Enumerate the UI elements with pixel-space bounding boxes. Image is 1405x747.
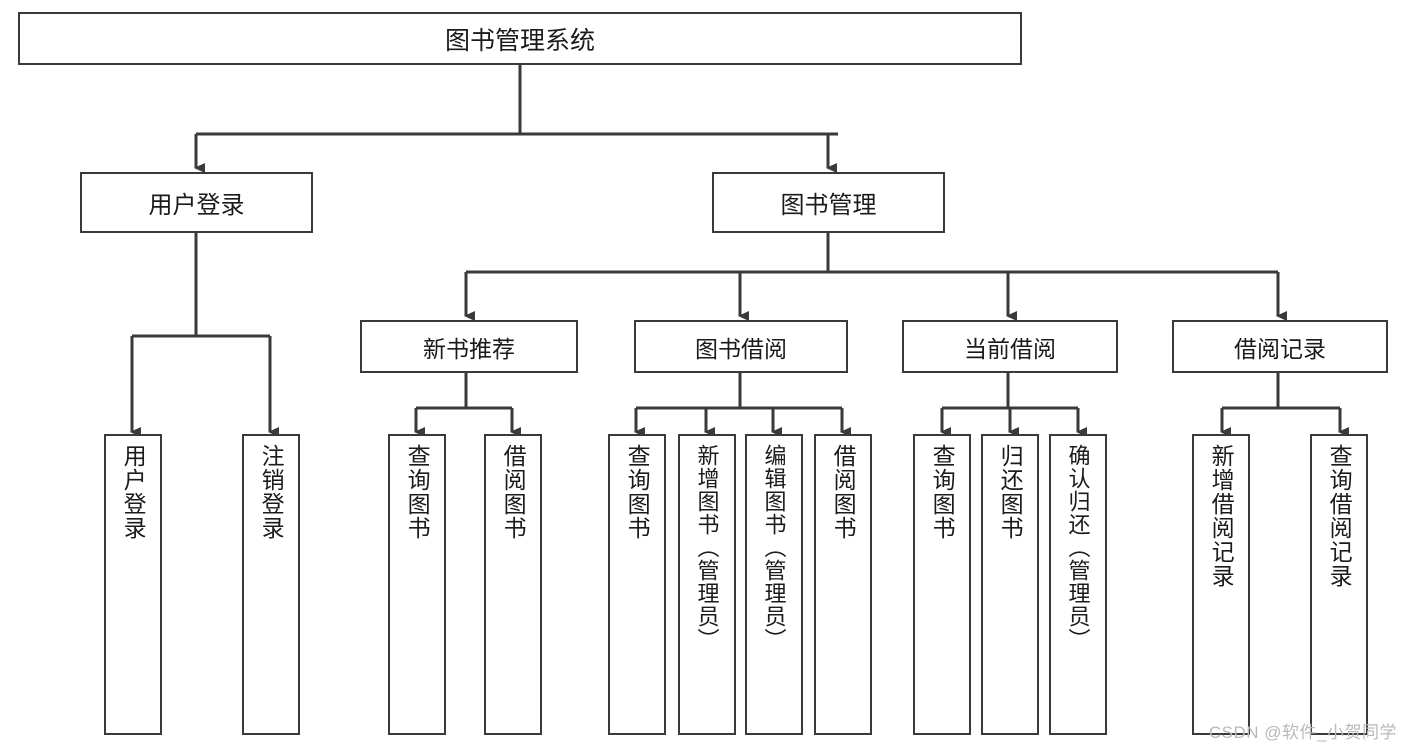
watermark-text: CSDN @软件_小贺同学 [1208,723,1397,742]
leaf-label: 借阅图书 [500,444,527,540]
leaf-current-query-book[interactable]: 查询图书 [913,434,971,735]
leaf-label: 查询图书 [929,444,956,540]
node-new-book-recommend[interactable]: 新书推荐 [360,320,578,373]
leaf-label: 查询图书 [624,444,651,540]
leaf-recommend-query-book[interactable]: 查询图书 [388,434,446,735]
node-current-borrow[interactable]: 当前借阅 [902,320,1118,373]
node-book-borrow[interactable]: 图书借阅 [634,320,848,373]
leaf-label: 新增图书（管理员） [694,444,720,651]
leaf-label: 查询图书 [404,444,431,540]
leaf-current-confirm-return-admin[interactable]: 确认归还（管理员） [1049,434,1107,735]
leaf-record-add-record[interactable]: 新增借阅记录 [1192,434,1250,735]
node-borrow-record[interactable]: 借阅记录 [1172,320,1388,373]
leaf-label: 归还图书 [997,444,1024,540]
leaf-label: 确认归还（管理员） [1065,444,1091,651]
leaf-record-query-record[interactable]: 查询借阅记录 [1310,434,1368,735]
leaf-label: 用户登录 [120,444,147,540]
leaf-label: 查询借阅记录 [1326,444,1353,588]
leaf-borrow-query-book[interactable]: 查询图书 [608,434,666,735]
leaf-recommend-borrow-book[interactable]: 借阅图书 [484,434,542,735]
node-book-management[interactable]: 图书管理 [712,172,945,233]
leaf-current-return-book[interactable]: 归还图书 [981,434,1039,735]
leaf-label: 借阅图书 [830,444,857,540]
node-root-system[interactable]: 图书管理系统 [18,12,1022,65]
leaf-label: 注销登录 [258,444,285,540]
leaf-user-login-login[interactable]: 用户登录 [104,434,162,735]
leaf-borrow-edit-book-admin[interactable]: 编辑图书（管理员） [745,434,803,735]
leaf-user-login-logout[interactable]: 注销登录 [242,434,300,735]
leaf-label: 编辑图书（管理员） [761,444,787,651]
leaf-label: 新增借阅记录 [1208,444,1235,588]
leaf-borrow-add-book-admin[interactable]: 新增图书（管理员） [678,434,736,735]
node-user-login[interactable]: 用户登录 [80,172,313,233]
leaf-borrow-borrow-book[interactable]: 借阅图书 [814,434,872,735]
